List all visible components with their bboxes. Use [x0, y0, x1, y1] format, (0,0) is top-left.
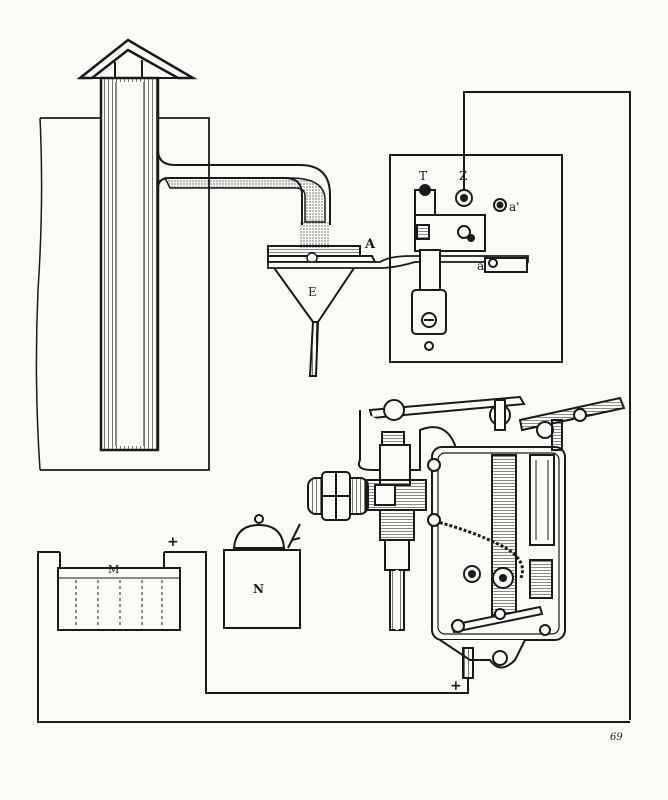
circuit-wires — [37, 551, 630, 723]
label-a: a — [477, 259, 484, 273]
engraver-signature: 69 — [610, 732, 623, 743]
chimney — [76, 38, 198, 452]
bell-N — [223, 514, 301, 629]
chimney-cap — [76, 38, 198, 80]
label-plus-bottom: + — [450, 678, 462, 694]
label-E: E — [308, 285, 317, 299]
label-A: A — [364, 237, 376, 252]
gas-pipe — [157, 120, 331, 450]
battery-M — [57, 552, 181, 631]
label-N: N — [253, 582, 264, 596]
label-Z: Z — [459, 169, 467, 183]
label-T: T — [419, 169, 427, 183]
label-a-prime: a' — [509, 200, 519, 214]
wall-section — [35, 117, 210, 471]
clock-mechanism — [307, 395, 626, 679]
relay-box — [389, 91, 631, 720]
funnel — [267, 222, 377, 377]
label-plus-battery: + — [167, 534, 179, 550]
label-M: M — [108, 563, 119, 576]
